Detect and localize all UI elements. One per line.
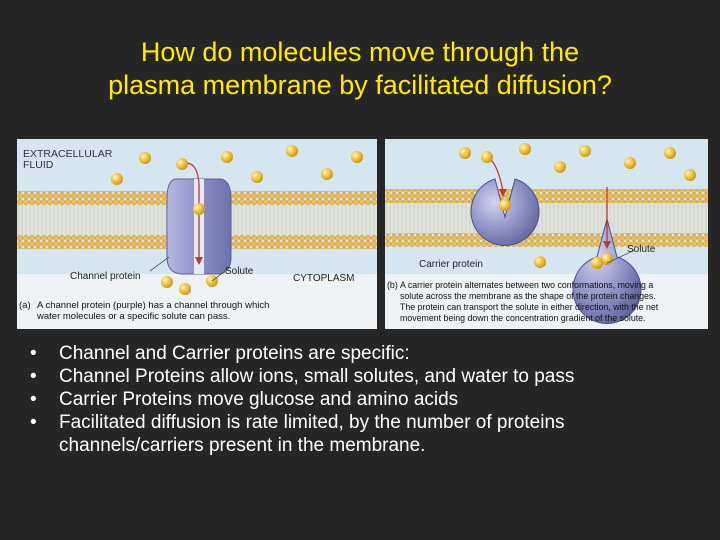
bullet-dot-icon: • <box>30 343 37 364</box>
title-line-1: How do molecules move through the <box>140 37 580 67</box>
caption-b-line-3: The protein can transport the solute in … <box>400 302 659 312</box>
channel-protein-figure: EXTRACELLULAR FLUID Channel protein Solu… <box>17 139 377 329</box>
slide-title: How do molecules move through the plasma… <box>0 36 720 102</box>
cytoplasm-label: CYTOPLASM <box>293 273 355 284</box>
caption-a-tag: (a) <box>19 300 31 311</box>
bullet-list: •Channel and Carrier proteins are specif… <box>30 342 710 457</box>
extracellular-label: EXTRACELLULAR FLUID <box>23 148 113 171</box>
caption-a-line-2: water molecules or a specific solute can… <box>37 311 231 322</box>
carrier-protein-label: Carrier protein <box>419 259 483 270</box>
bullet-item: •Carrier Proteins move glucose and amino… <box>30 389 459 410</box>
caption-a-line-1: A channel protein (purple) has a channel… <box>37 300 270 311</box>
solute-molecules-b <box>459 143 696 269</box>
bullet-item: •Channel Proteins allow ions, small solu… <box>30 366 575 387</box>
caption-b-line-2: solute across the membrane as the shape … <box>400 291 656 301</box>
solute-molecules <box>111 145 363 295</box>
channel-protein-diagram <box>17 139 377 329</box>
bullet-dot-icon: • <box>30 412 37 433</box>
title-line-2: plasma membrane by facilitated diffusion… <box>108 70 612 100</box>
bullet-item: •Channel and Carrier proteins are specif… <box>30 343 410 364</box>
bullet-dot-icon: • <box>30 366 37 387</box>
solute-label-b: Solute <box>627 244 656 255</box>
channel-protein-label: Channel protein <box>70 271 141 282</box>
bullet-dot-icon: • <box>30 389 37 410</box>
caption-b-tag: (b) <box>387 280 398 290</box>
carrier-protein-figure: Carrier protein Solute (b) A carrier pro… <box>385 139 708 329</box>
bullet-item: •Facilitated diffusion is rate limited, … <box>30 412 565 456</box>
caption-b-line-4: movement being down the concentration gr… <box>400 313 646 323</box>
caption-b-line-1: A carrier protein alternates between two… <box>400 280 654 290</box>
solute-label-a: Solute <box>225 266 254 277</box>
carrier-protein-diagram <box>385 139 708 329</box>
